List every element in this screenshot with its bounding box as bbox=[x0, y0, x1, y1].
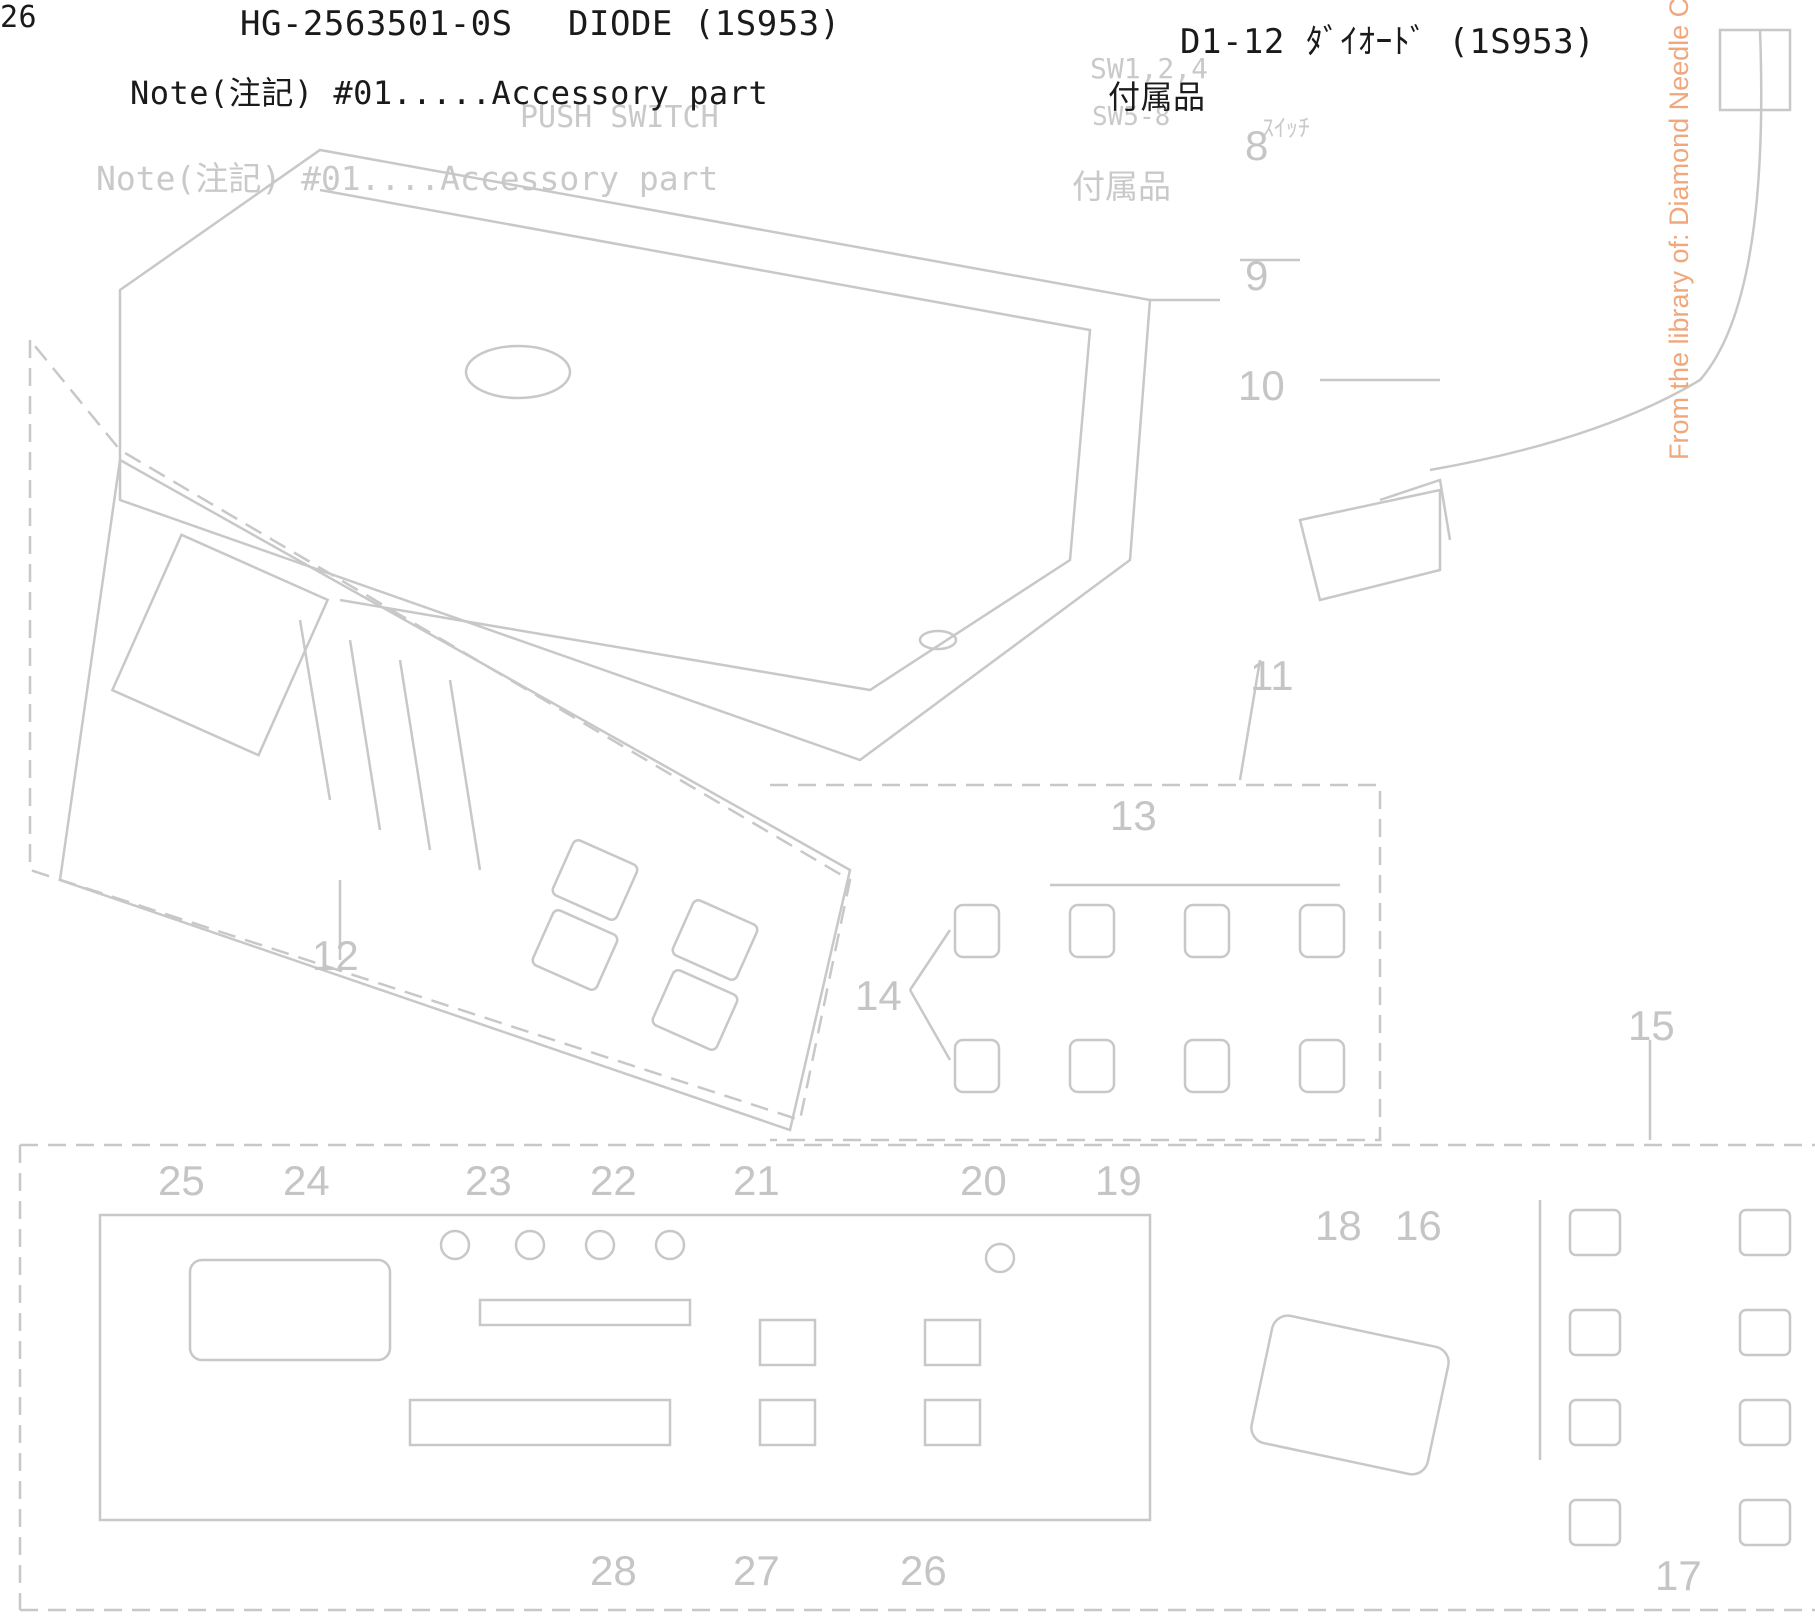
callout-27: 27 bbox=[733, 1547, 780, 1594]
callout-28: 28 bbox=[590, 1547, 637, 1594]
note-japanese: 付属品 bbox=[1108, 78, 1206, 116]
callout-18: 18 bbox=[1315, 1202, 1362, 1249]
part-number: HG-2563501-0S bbox=[240, 4, 513, 44]
callout-26: 26 bbox=[900, 1547, 947, 1594]
note-english: Note(注記) #01.....Accessory part bbox=[130, 74, 769, 112]
reference-japanese: D1-12 ﾀﾞｲｵｰﾄﾞ (1S953) bbox=[1180, 22, 1596, 62]
callout-9: 9 bbox=[1245, 252, 1268, 299]
line-number: 26 bbox=[0, 0, 38, 35]
callout-23: 23 bbox=[465, 1157, 512, 1204]
pcb-box bbox=[18, 1143, 1815, 1612]
callout-10: 10 bbox=[1238, 362, 1285, 409]
callout-19: 19 bbox=[1095, 1157, 1142, 1204]
callout-8: 8 bbox=[1245, 122, 1268, 169]
callout-11: 11 bbox=[1250, 652, 1294, 699]
bleed-row-push-switch: PUSH SWITCH bbox=[520, 100, 719, 135]
bleed-row-sw124: SW1,2,4 bbox=[1090, 52, 1209, 85]
callout-25: 25 bbox=[158, 1157, 205, 1204]
callout-24: 24 bbox=[283, 1157, 330, 1204]
callout-15: 15 bbox=[1628, 1002, 1675, 1049]
front-panel-shape bbox=[28, 336, 852, 1122]
cable-shape bbox=[1429, 29, 1763, 472]
callout-14: 14 bbox=[855, 972, 902, 1019]
bleed-row-sw58: SW5-8 bbox=[1092, 102, 1171, 132]
callout-21: 21 bbox=[733, 1157, 780, 1204]
callout-12: 12 bbox=[312, 932, 359, 979]
bleed-note-japanese: 付属品 bbox=[1072, 167, 1171, 206]
callout-20: 20 bbox=[960, 1157, 1007, 1204]
callout-17: 17 bbox=[1655, 1552, 1702, 1599]
switch-caps-box bbox=[770, 783, 1382, 1142]
callout-13: 13 bbox=[1110, 792, 1157, 839]
bleed-row-switch-jp: ｽｲｯﾁ bbox=[1262, 114, 1310, 142]
library-watermark: From the library of: Diamond Needle C bbox=[1664, 0, 1694, 460]
callout-22: 22 bbox=[590, 1157, 637, 1204]
pcb-shape bbox=[98, 1213, 1152, 1522]
callout-16: 16 bbox=[1395, 1202, 1442, 1249]
rear-cover-shape bbox=[118, 148, 1152, 762]
part-description: DIODE (1S953) bbox=[568, 4, 841, 44]
